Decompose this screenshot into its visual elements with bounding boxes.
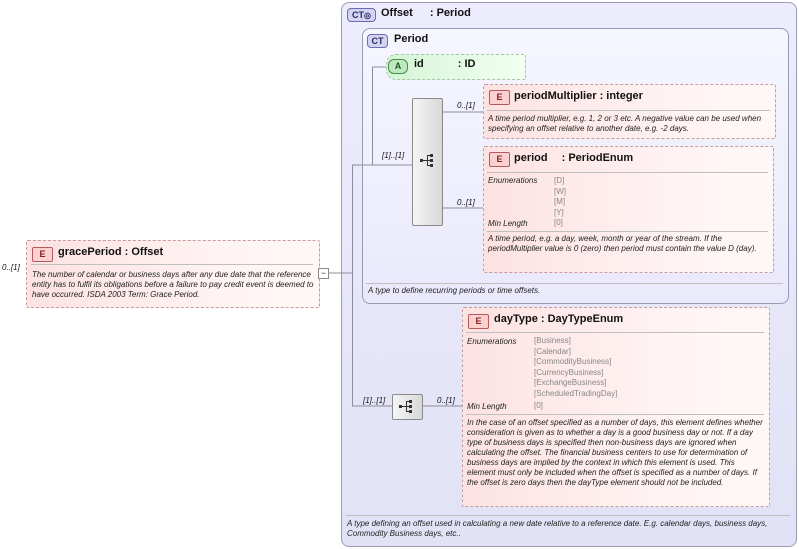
period-multiplier-doc: A time period multiplier, e.g. 1, 2 or 3…: [488, 114, 762, 133]
period-element[interactable]: [483, 146, 774, 273]
enum-value: [Calendar]: [534, 346, 571, 356]
period-type-doc: A type to define recurring periods or ti…: [368, 286, 541, 295]
period-title: period: PeriodEnum: [514, 152, 634, 164]
day-type-badge: E: [468, 314, 489, 329]
offset-title: Offset : Period: [381, 7, 471, 19]
offset-doc-separator: [346, 515, 790, 516]
day-type-doc-separator: [466, 414, 764, 415]
period-minlen-value: [0]: [554, 218, 563, 227]
period-sequence-cardinality: [1]..[1]: [382, 151, 405, 160]
day-type-doc: In the case of an offset specified as a …: [467, 418, 763, 487]
enum-value: [Y]: [554, 207, 564, 217]
day-type-separator: [466, 332, 764, 333]
period-multiplier-cardinality: 0..[1]: [457, 101, 475, 110]
id-attribute[interactable]: [386, 54, 526, 80]
grace-period-separator: [31, 264, 313, 265]
period-multiplier-element[interactable]: [483, 84, 776, 139]
day-type-sequence-cardinality: [1]..[1]: [363, 396, 386, 405]
day-type-cardinality: 0..[1]: [437, 396, 455, 405]
period-multiplier-badge: E: [489, 90, 510, 105]
period-multiplier-title: periodMultiplier : integer: [514, 90, 643, 102]
enum-value: [W]: [554, 186, 566, 196]
period-doc-separator: [487, 231, 768, 232]
id-attribute-badge: A: [388, 59, 408, 74]
collapse-toggle[interactable]: −: [318, 268, 329, 279]
grace-period-title: gracePeriod : Offset: [58, 246, 164, 258]
day-type-element[interactable]: [462, 307, 770, 507]
day-type-enum-values: [Business] [Calendar] [CommodityBusiness…: [534, 336, 617, 399]
enum-value: [Business]: [534, 336, 571, 345]
enum-value: [ExchangeBusiness]: [534, 378, 607, 387]
offset-doc: A type defining an offset used in calcul…: [347, 519, 768, 538]
id-attribute-title: id: ID: [414, 58, 476, 70]
day-type-enum-label: Enumerations: [467, 337, 517, 346]
grace-period-element[interactable]: [26, 240, 320, 308]
offset-type: : Period: [429, 7, 471, 19]
offset-ct-badge: CT◎: [347, 8, 376, 22]
enum-value: [D]: [554, 176, 565, 185]
enum-value: [M]: [554, 197, 566, 206]
grace-period-doc: The number of calendar or business days …: [32, 270, 314, 299]
period-badge: E: [489, 152, 510, 167]
sequence-icon: [399, 400, 412, 413]
period-separator: [487, 172, 768, 173]
grace-period-badge: E: [32, 247, 53, 262]
day-type-title: dayType : DayTypeEnum: [494, 313, 624, 325]
period-type-separator: [366, 283, 783, 284]
day-type-minlen-value: [0]: [534, 401, 543, 410]
period-doc: A time period, e.g. a day, week, month o…: [488, 234, 757, 253]
period-sequence-compositor[interactable]: [412, 98, 443, 226]
sequence-icon: [420, 154, 433, 167]
period-enum-label: Enumerations: [488, 176, 538, 185]
period-ct-badge: CT: [367, 34, 388, 48]
period-multiplier-separator: [487, 110, 770, 111]
period-type-title: Period: [394, 33, 429, 45]
period-enum-values: [D] [W] [M] [Y]: [554, 176, 566, 218]
offset-name: Offset: [381, 7, 413, 19]
period-cardinality: 0..[1]: [457, 198, 475, 207]
enum-value: [CommodityBusiness]: [534, 357, 612, 366]
enum-value: [CurrencyBusiness]: [534, 367, 604, 377]
grace-period-cardinality: 0..[1]: [2, 263, 20, 272]
day-type-minlen-label: Min Length: [467, 402, 507, 411]
enum-value: [ScheduledTradingDay]: [534, 388, 618, 398]
period-minlen-label: Min Length: [488, 219, 528, 228]
